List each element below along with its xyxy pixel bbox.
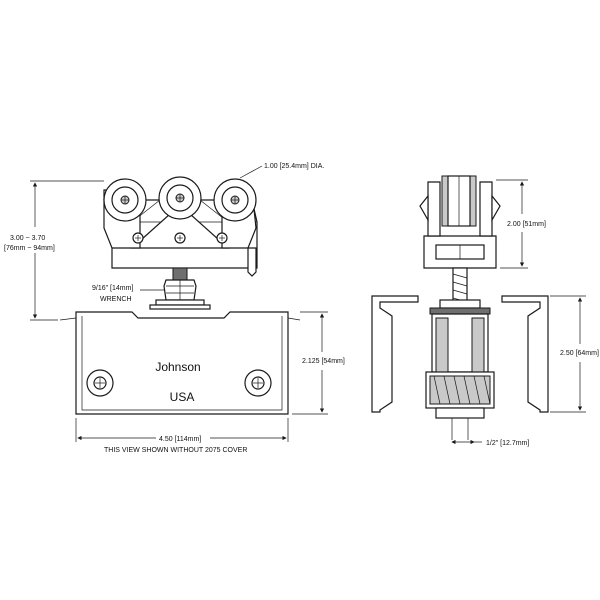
mounting-screw-right [244, 369, 272, 397]
wheel-right [213, 178, 257, 222]
overall-height-label: 3.00 ~ 3.70 [10, 235, 45, 242]
brand-origin: USA [170, 390, 195, 404]
wheel-left [103, 178, 147, 222]
plate-width-label: 4.50 [114mm] [159, 436, 201, 443]
slot-width-dimension: 1/2" [12.7mm] [451, 439, 529, 447]
screw-left [132, 232, 144, 244]
adjustment-stud [149, 267, 211, 310]
brand-name: Johnson [155, 360, 200, 374]
side-bracket [425, 313, 495, 440]
carrier-height-dimension: 2.00 [51mm] [496, 179, 546, 269]
side-carrier [419, 175, 501, 269]
track-left [371, 295, 419, 413]
track-height-label: 2.50 [64mm] [560, 350, 599, 357]
mounting-plate: Johnson USA [59, 311, 301, 415]
wheel-center [158, 176, 202, 220]
overall-height-mm-label: [76mm ~ 94mm] [4, 245, 55, 252]
wrench-label: WRENCH [100, 296, 132, 303]
track-right [501, 295, 549, 413]
front-view: 9/16" [14mm] WRENCH Johnson USA [4, 163, 345, 454]
track-height-dimension: 2.50 [64mm] [550, 295, 599, 413]
carrier-height-label: 2.00 [51mm] [507, 221, 546, 228]
wheel-dia-leader [239, 165, 263, 179]
mounting-screw-left [86, 369, 114, 397]
screw-right [216, 232, 228, 244]
overall-height-dimension: 3.00 ~ 3.70 [76mm ~ 94mm] [4, 180, 104, 321]
slot-width-label: 1/2" [12.7mm] [486, 440, 529, 447]
side-view: 2.00 [51mm] 2.50 [64mm] 1/2" [12.7mm] [371, 175, 599, 447]
plate-width-dimension: 4.50 [114mm] [75, 418, 289, 443]
wrench-size-label: 9/16" [14mm] [92, 285, 133, 292]
wheel-dia-label: 1.00 [25.4mm] DIA. [264, 163, 324, 170]
view-note: THIS VIEW SHOWN WITHOUT 2075 COVER [104, 447, 247, 454]
screw-center [174, 232, 186, 244]
roller-carrier [103, 176, 258, 277]
plate-height-label: 2.125 [54mm] [302, 358, 345, 365]
plate-height-dimension: 2.125 [54mm] [292, 311, 345, 415]
